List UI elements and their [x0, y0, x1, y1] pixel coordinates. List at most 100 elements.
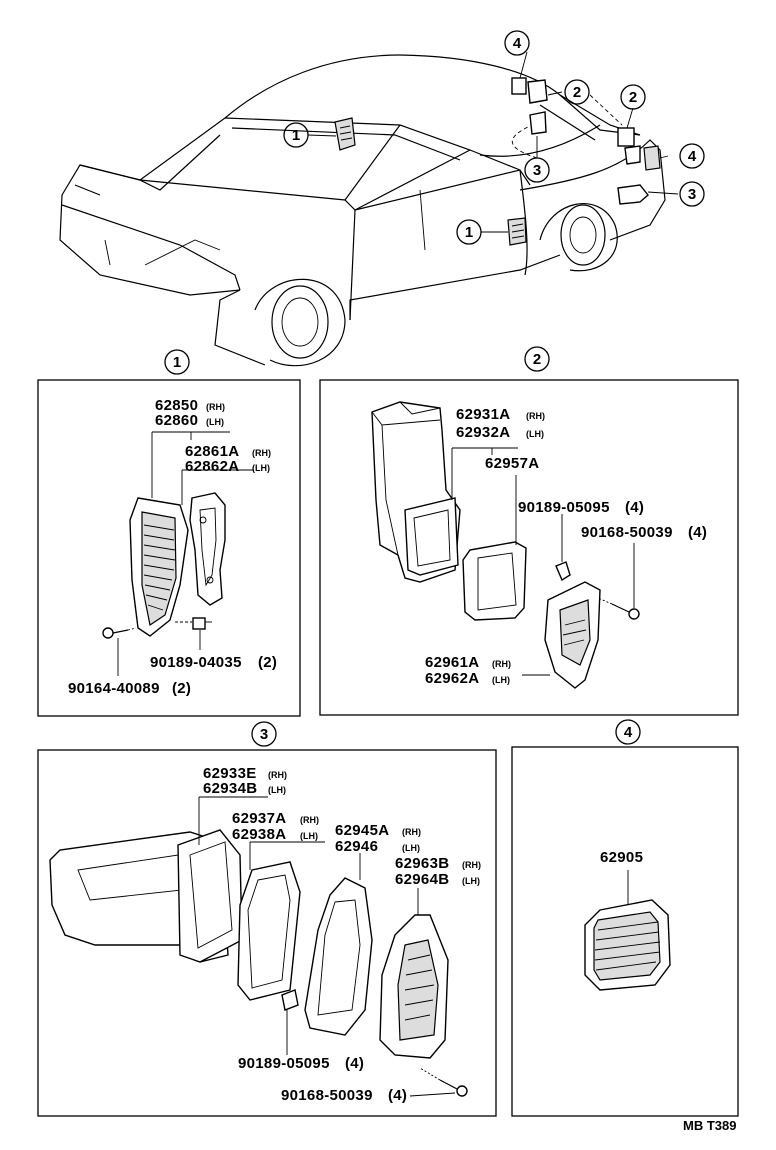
- car-callout-leaders: [307, 51, 679, 233]
- svg-text:90168-50039: 90168-50039: [281, 1087, 373, 1104]
- panel-number: 3: [260, 726, 268, 743]
- callout-number: 1: [465, 224, 473, 241]
- label-62962A: 62962A (LH): [425, 670, 510, 687]
- svg-text:(2): (2): [172, 680, 191, 697]
- panel-1-frame: [37, 379, 301, 717]
- label-62934B: 62934B (LH): [203, 780, 286, 797]
- svg-text:(RH): (RH): [300, 815, 319, 825]
- panel-2-label: 2: [524, 346, 550, 372]
- panel-number: 2: [533, 351, 541, 368]
- label-62963B: 62963B (RH): [395, 855, 481, 872]
- svg-text:(RH): (RH): [462, 860, 481, 870]
- callout-number: 2: [629, 89, 637, 106]
- callout-number: 4: [688, 148, 697, 165]
- svg-text:(RH): (RH): [492, 659, 511, 669]
- svg-text:(LH): (LH): [206, 417, 224, 427]
- svg-text:90189-04035: 90189-04035: [150, 654, 242, 671]
- panel-2-leaders: [451, 447, 635, 676]
- car-callout-3-b: 3: [679, 181, 705, 207]
- label-90189-05095-p2: 90189-05095 (4): [518, 499, 644, 516]
- label-62945A: 62945A (RH): [335, 822, 421, 839]
- car-callout-1-door: 1: [456, 219, 482, 245]
- label-62964B: 62964B (LH): [395, 871, 480, 888]
- svg-text:62945A: 62945A: [335, 822, 389, 839]
- label-90168-50039-p2: 90168-50039 (4): [581, 524, 707, 541]
- panel-3-frame: [37, 749, 497, 1117]
- svg-text:(4): (4): [625, 499, 644, 516]
- panel-number: 1: [173, 354, 181, 371]
- car-callout-2-a: 2: [564, 79, 590, 105]
- label-62860: 62860 (LH): [155, 412, 224, 429]
- car-callout-3-a: 3: [524, 157, 550, 183]
- label-62946: 62946 (LH): [335, 838, 420, 855]
- car-callout-4-side: 4: [679, 143, 705, 169]
- svg-text:(2): (2): [258, 654, 277, 671]
- label-62862A: 62862A (LH): [185, 458, 270, 475]
- panel-3-label: 3: [251, 721, 277, 747]
- svg-text:62961A: 62961A: [425, 654, 479, 671]
- label-90189-04035: 90189-04035 (2): [150, 654, 277, 671]
- svg-text:(4): (4): [688, 524, 707, 541]
- label-62933E: 62933E (RH): [203, 765, 287, 782]
- panel-2-frame: [319, 379, 739, 716]
- panel-4-parts: [584, 870, 671, 991]
- callout-number: 2: [573, 84, 581, 101]
- svg-text:(LH): (LH): [462, 876, 480, 886]
- label-62850: 62850 (RH): [155, 397, 225, 414]
- label-62957A: 62957A: [485, 455, 539, 472]
- callout-number: 3: [533, 162, 541, 179]
- svg-text:(4): (4): [388, 1087, 407, 1104]
- svg-text:62861A: 62861A: [185, 443, 239, 460]
- svg-text:62933E: 62933E: [203, 765, 257, 782]
- svg-text:62962A: 62962A: [425, 670, 479, 687]
- svg-text:62964B: 62964B: [395, 871, 449, 888]
- svg-text:90168-50039: 90168-50039: [581, 524, 673, 541]
- car-vent-parts: [334, 77, 661, 246]
- panel-4-frame: [511, 746, 739, 1117]
- svg-text:62905: 62905: [600, 849, 643, 866]
- svg-text:(RH): (RH): [252, 448, 271, 458]
- label-90164-40089: 90164-40089 (2): [68, 680, 191, 697]
- label-62961A: 62961A (RH): [425, 654, 511, 671]
- svg-text:62946: 62946: [335, 838, 378, 855]
- svg-text:(LH): (LH): [492, 675, 510, 685]
- car-callout-2-b: 2: [620, 84, 646, 110]
- callout-number: 3: [688, 186, 696, 203]
- label-90168-50039-p3: 90168-50039 (4): [281, 1087, 407, 1104]
- reference-code: MB T389: [683, 1118, 736, 1133]
- panel-3-parts: [49, 829, 468, 1097]
- label-62938A: 62938A (LH): [232, 826, 318, 843]
- panel-2-parts: [371, 401, 640, 689]
- svg-text:(LH): (LH): [268, 785, 286, 795]
- callout-number: 4: [513, 35, 522, 52]
- label-62932A: 62932A (LH): [456, 424, 544, 441]
- label-62937A: 62937A (RH): [232, 810, 319, 827]
- panel-1-leaders: [117, 431, 254, 676]
- svg-text:(RH): (RH): [268, 770, 287, 780]
- panel-1-parts: [102, 492, 226, 639]
- panel-1-label: 1: [164, 349, 190, 375]
- svg-text:62931A: 62931A: [456, 406, 510, 423]
- svg-text:62938A: 62938A: [232, 826, 286, 843]
- svg-text:(RH): (RH): [526, 411, 545, 421]
- label-62931A: 62931A (RH): [456, 406, 545, 423]
- panel-number: 4: [624, 724, 633, 741]
- label-62861A: 62861A (RH): [185, 443, 271, 460]
- svg-text:62934B: 62934B: [203, 780, 257, 797]
- svg-text:62937A: 62937A: [232, 810, 286, 827]
- svg-text:(LH): (LH): [526, 429, 544, 439]
- svg-text:90189-05095: 90189-05095: [518, 499, 610, 516]
- svg-text:(RH): (RH): [402, 827, 421, 837]
- svg-text:62957A: 62957A: [485, 455, 539, 472]
- car-callout-4-top: 4: [504, 30, 530, 56]
- panel-3-leaders: [198, 796, 456, 1097]
- svg-text:62932A: 62932A: [456, 424, 510, 441]
- callout-number: 1: [292, 127, 300, 144]
- svg-text:(LH): (LH): [300, 831, 318, 841]
- car-illustration: [59, 54, 666, 367]
- label-90189-05095-p3: 90189-05095 (4): [238, 1055, 364, 1072]
- svg-text:62862A: 62862A: [185, 458, 239, 475]
- svg-text:(LH): (LH): [252, 463, 270, 473]
- svg-text:(LH): (LH): [402, 843, 420, 853]
